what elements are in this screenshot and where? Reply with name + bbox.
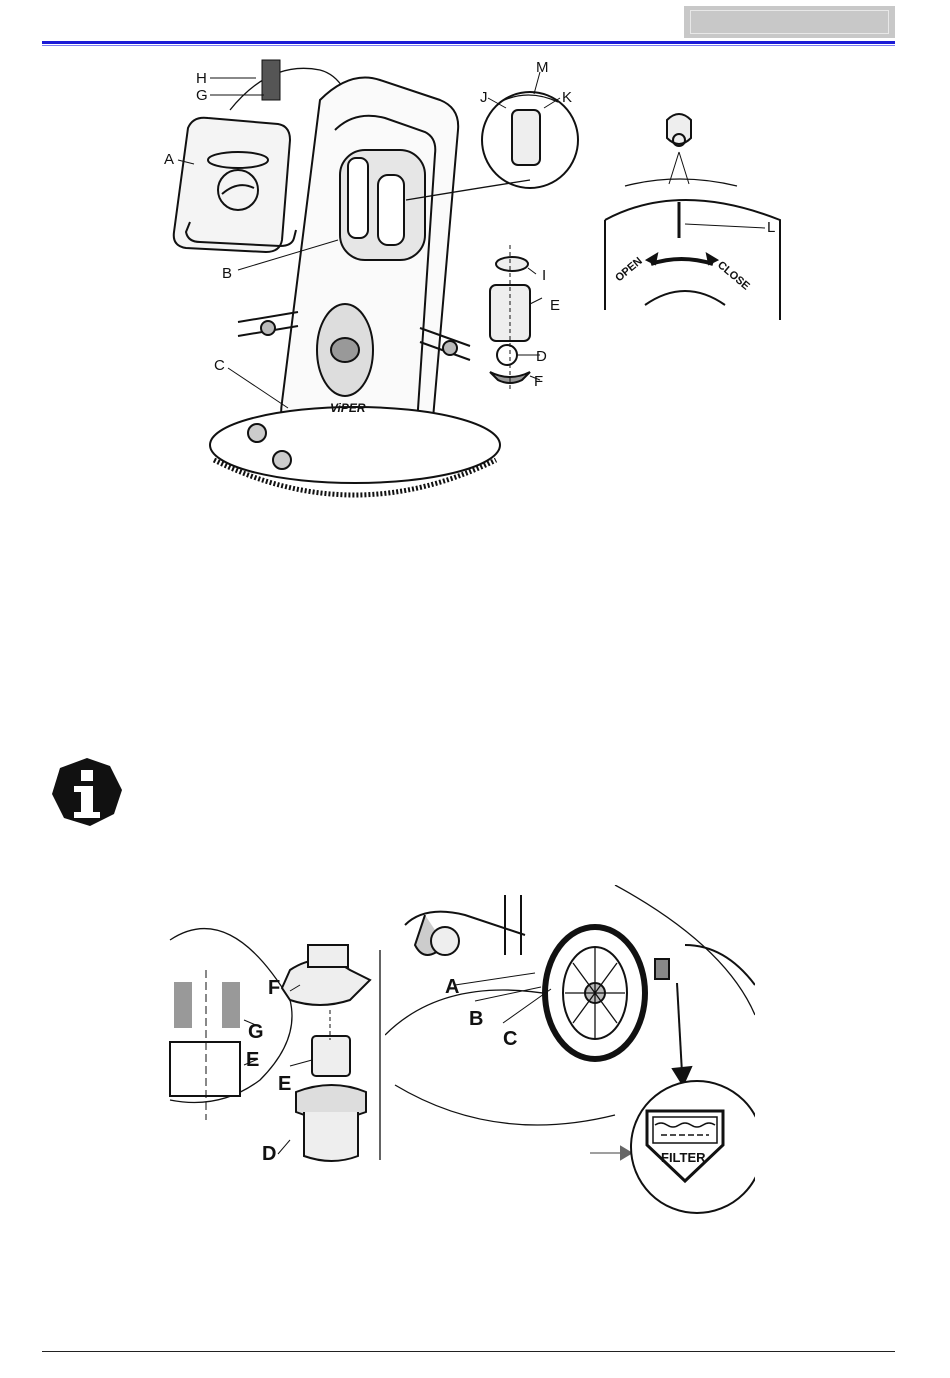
label-i: I bbox=[542, 267, 546, 284]
filter-label-g: G bbox=[248, 1021, 264, 1043]
filter-label-f: F bbox=[268, 977, 280, 999]
footer-rule bbox=[42, 1351, 895, 1352]
filter-symbol-text: FILTER bbox=[661, 1150, 706, 1165]
filter-symbol: FILTER bbox=[631, 1081, 755, 1213]
label-f: F bbox=[534, 373, 543, 390]
machine-tank-figure: A B C D E F G H I J K M ViPER bbox=[150, 50, 610, 500]
label-l: L bbox=[767, 219, 775, 236]
machine-label-b: B bbox=[469, 1008, 483, 1030]
header-rule bbox=[42, 41, 895, 44]
label-c: C bbox=[214, 357, 225, 374]
machine-label-c: C bbox=[503, 1028, 517, 1050]
label-e: E bbox=[550, 297, 560, 314]
header-tab bbox=[684, 6, 895, 38]
filter-label-e: E bbox=[278, 1073, 291, 1095]
label-j: J bbox=[480, 89, 488, 106]
label-a: A bbox=[164, 151, 174, 168]
open-label: OPEN bbox=[613, 255, 645, 284]
label-h: H bbox=[196, 70, 207, 87]
brand-logo: ViPER bbox=[330, 401, 366, 415]
valve-open-close-figure: L OPEN CLOSE bbox=[595, 100, 795, 320]
machine-label-a: A bbox=[445, 976, 459, 998]
label-d: D bbox=[536, 348, 547, 365]
filter-assembly-figure: F G E E D bbox=[160, 890, 390, 1190]
header-rule-thin bbox=[42, 45, 895, 46]
label-m: M bbox=[536, 59, 549, 76]
info-icon bbox=[50, 756, 124, 828]
label-b: B bbox=[222, 265, 232, 282]
close-label: CLOSE bbox=[715, 259, 752, 293]
filter-label-e-detail: E bbox=[246, 1049, 259, 1071]
label-g: G bbox=[196, 87, 208, 104]
label-k: K bbox=[562, 89, 572, 106]
filter-label-d: D bbox=[262, 1143, 276, 1165]
machine-wheel-figure: A B C FILTER bbox=[385, 885, 755, 1215]
